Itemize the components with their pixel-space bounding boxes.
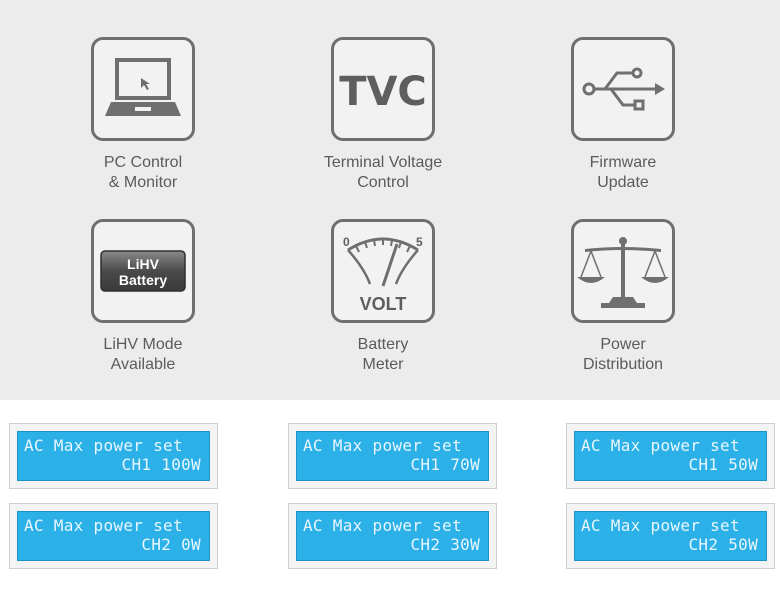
feature-terminal-voltage-control: TVC Terminal Voltage Control	[283, 37, 483, 193]
lcd-panel-ch1-100w: AC Max power set CH1 100W	[9, 423, 218, 489]
tvc-icon: TVC	[331, 37, 435, 141]
lcd-line-2: CH2 0W	[141, 535, 201, 554]
battery-text: Battery	[119, 272, 167, 288]
lcd-line-2: CH1 100W	[121, 455, 201, 474]
usb-icon	[571, 37, 675, 141]
lcd-screen: AC Max power set CH1 100W	[17, 431, 210, 481]
feature-label: PC Control & Monitor	[103, 154, 183, 191]
lihv-battery-icon: LiHV Battery	[91, 219, 195, 323]
feature-pc-control: PC Control & Monitor	[43, 37, 243, 193]
balance-scale-icon	[571, 219, 675, 323]
lcd-line-1: AC Max power set	[303, 436, 462, 455]
lcd-panel-ch2-0w: AC Max power set CH2 0W	[9, 503, 218, 569]
lcd-line-1: AC Max power set	[581, 436, 740, 455]
lcd-screen: AC Max power set CH1 50W	[574, 431, 767, 481]
lcd-line-1: AC Max power set	[303, 516, 462, 535]
meter-max-label: 5	[416, 235, 423, 249]
lcd-line-2: CH2 30W	[410, 535, 480, 554]
lcd-screen: AC Max power set CH2 0W	[17, 511, 210, 561]
lcd-screen: AC Max power set CH2 30W	[296, 511, 489, 561]
meter-min-label: 0	[343, 235, 350, 249]
features-panel: PC Control & Monitor TVC Terminal Voltag…	[0, 0, 780, 400]
feature-label: LiHV Mode Available	[103, 336, 183, 373]
lihv-text: LiHV	[127, 256, 160, 272]
lcd-panel-ch2-30w: AC Max power set CH2 30W	[288, 503, 497, 569]
feature-battery-meter: 0 5 VOLT Battery Meter	[283, 219, 483, 375]
laptop-icon	[91, 37, 195, 141]
feature-label: Battery Meter	[357, 336, 409, 373]
lcd-panel-ch1-70w: AC Max power set CH1 70W	[288, 423, 497, 489]
lcd-screen: AC Max power set CH2 50W	[574, 511, 767, 561]
lcd-panel-ch1-50w: AC Max power set CH1 50W	[566, 423, 775, 489]
feature-label: Power Distribution	[582, 336, 664, 373]
lcd-line-2: CH2 50W	[688, 535, 758, 554]
feature-firmware-update: Firmware Update	[523, 37, 723, 193]
lcd-line-1: AC Max power set	[24, 516, 183, 535]
lcd-line-1: AC Max power set	[24, 436, 183, 455]
feature-lihv-mode: LiHV Battery LiHV Mode Available	[43, 219, 243, 375]
tvc-icon-text: TVC	[339, 69, 427, 115]
lcd-line-1: AC Max power set	[581, 516, 740, 535]
lcd-panel-ch2-50w: AC Max power set CH2 50W	[566, 503, 775, 569]
lcd-line-2: CH1 50W	[688, 455, 758, 474]
feature-label: Terminal Voltage Control	[323, 154, 443, 191]
volt-meter-icon: 0 5 VOLT	[331, 219, 435, 323]
feature-power-distribution: Power Distribution	[523, 219, 723, 375]
feature-label: Firmware Update	[589, 154, 657, 191]
lcd-screen: AC Max power set CH1 70W	[296, 431, 489, 481]
volt-text: VOLT	[360, 294, 407, 314]
lcd-line-2: CH1 70W	[410, 455, 480, 474]
